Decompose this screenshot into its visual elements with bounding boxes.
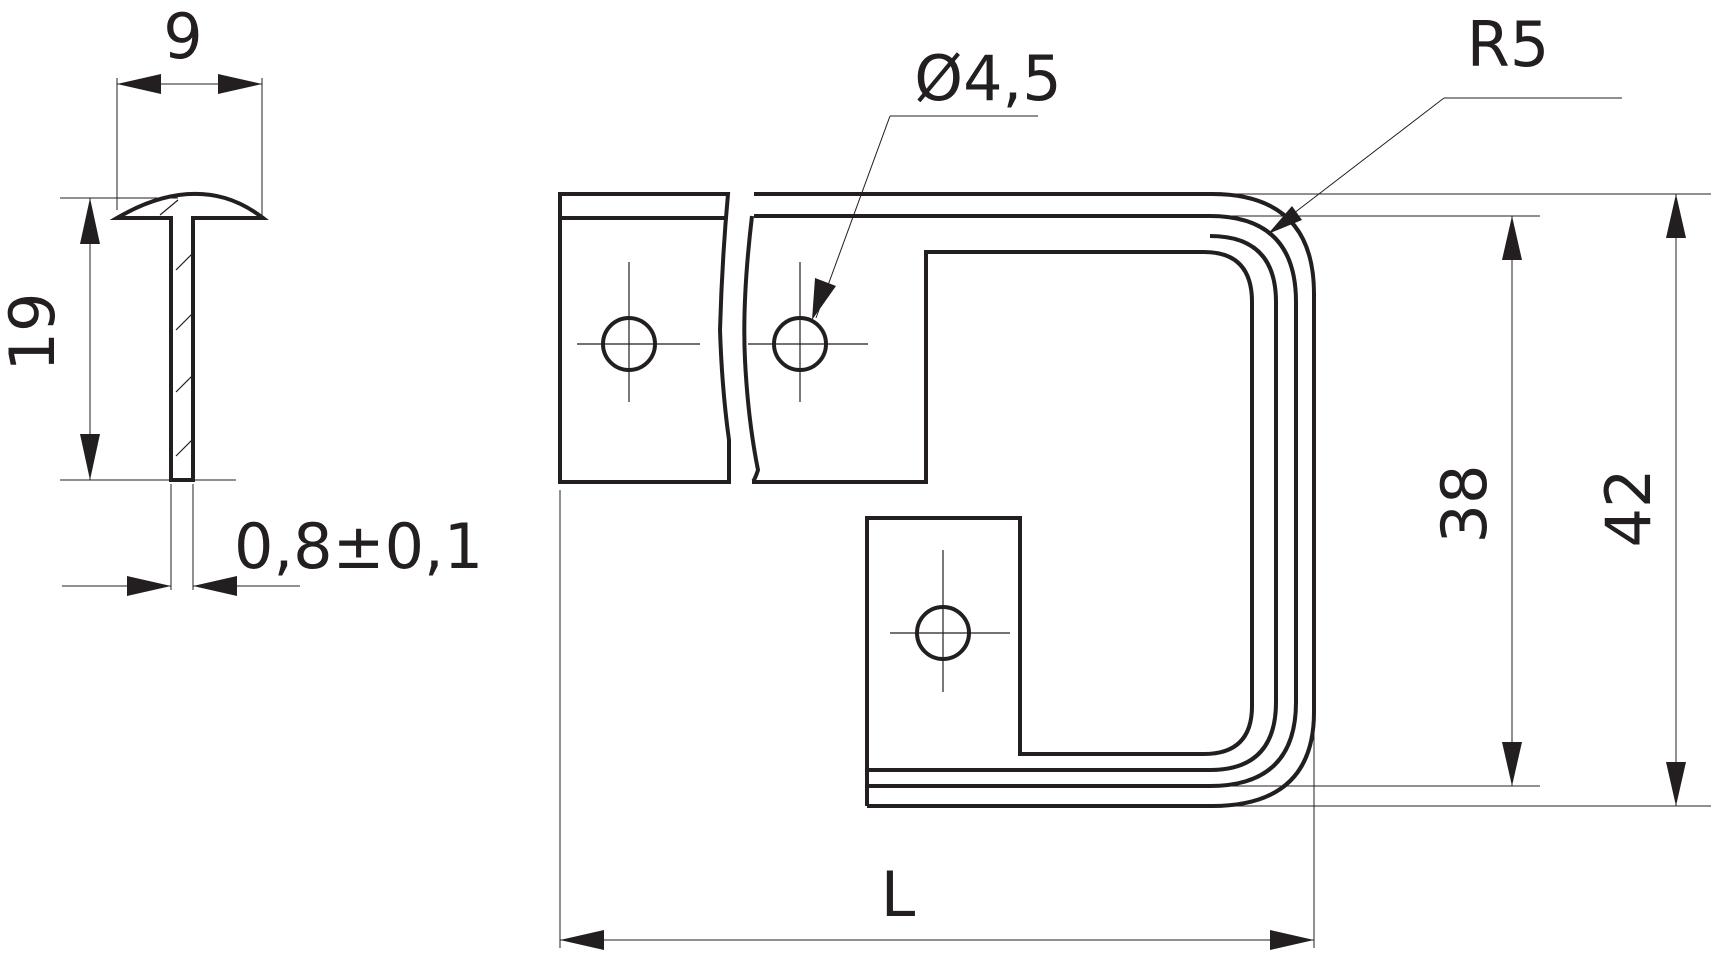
dim-length-label: L [881,858,916,931]
dim-inner-height-label: 38 [1428,465,1501,544]
side-view-hatching [159,199,193,457]
hole-left-flap [577,262,700,402]
dim-length [559,490,1315,950]
side-view-head [109,191,269,482]
dim-height-side-label: 19 [0,293,69,372]
top-view [558,192,1316,808]
side-view: 9 19 0,8±0,1 [0,0,483,596]
dim-radius-label: R5 [1467,8,1550,81]
bracket-inner-rim [754,214,1298,788]
dim-thickness-label: 0,8±0,1 [234,510,483,583]
bracket-channel [867,234,1278,772]
bracket-outer-rim [754,192,1316,808]
left-flap [558,192,731,484]
dim-hole-diameter [812,115,1038,320]
dim-radius [1268,97,1622,234]
dim-hole-diameter-label: Ø4,5 [914,42,1061,115]
dim-inner-height [1212,215,1540,787]
hole-bottom-tab [890,550,1010,692]
hole-top-tab [748,262,868,402]
dim-outer-height [1212,193,1711,807]
dim-outer-height-label: 42 [1592,469,1665,548]
dim-height-side [60,197,236,481]
dim-head-width-label: 9 [163,0,202,73]
dim-thickness [62,484,300,596]
bracket-body [742,215,1254,806]
dim-head-width [116,74,263,216]
